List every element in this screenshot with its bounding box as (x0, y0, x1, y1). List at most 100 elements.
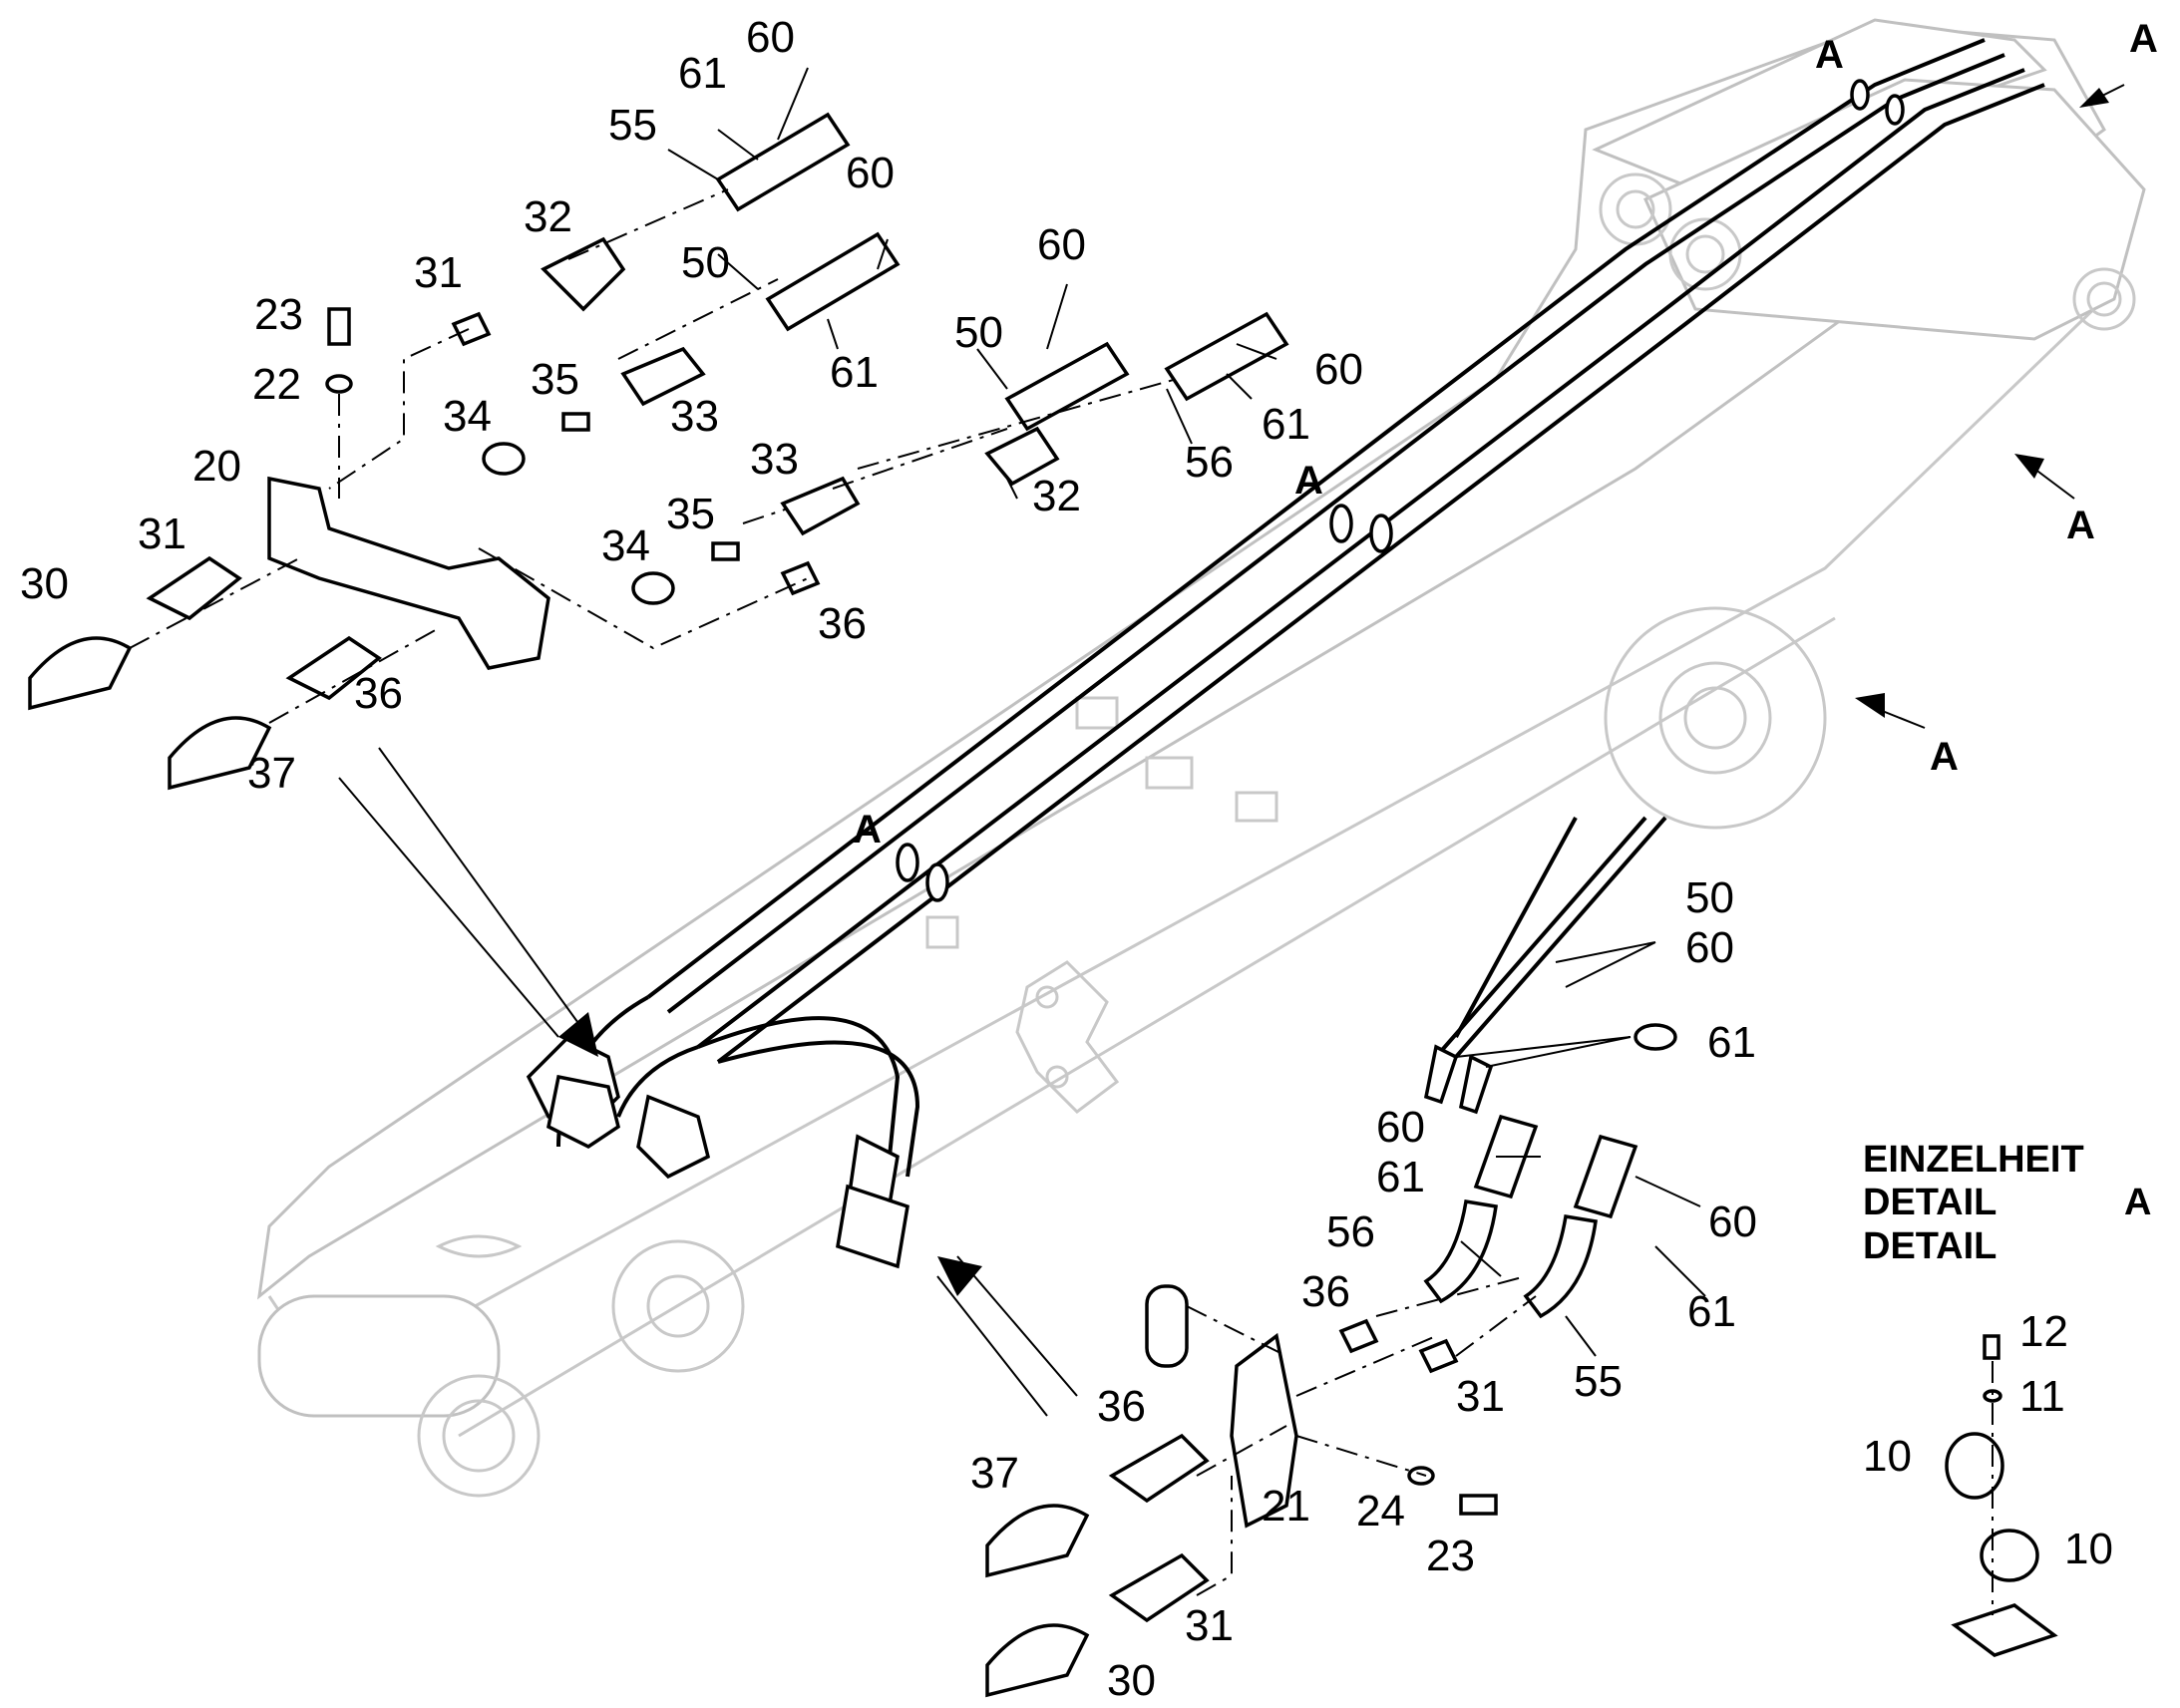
label-60: 60 (846, 149, 895, 197)
clamp-10-a (1945, 1432, 2004, 1500)
label-11: 11 (2019, 1372, 2065, 1421)
label-55: 55 (608, 101, 657, 150)
cap-30-b (985, 1623, 1090, 1698)
detail-marker-a: A (2129, 17, 2158, 61)
detail-marker-a: A (1815, 33, 1844, 77)
label-31: 31 (1456, 1372, 1505, 1421)
nut-34-b (631, 571, 675, 605)
screw-12 (1983, 1334, 2000, 1360)
detail-marker-a: A (2066, 504, 2095, 547)
label-36: 36 (1301, 1267, 1350, 1316)
fitting-32-b (984, 426, 1060, 487)
exploded-parts-lower (985, 1023, 1677, 1698)
tee-32 (541, 236, 626, 312)
ring-36-d (1338, 1318, 1379, 1354)
label-50: 50 (681, 238, 730, 287)
sleeve-35-b (711, 541, 740, 561)
label-36: 36 (818, 599, 867, 648)
label-60: 60 (746, 13, 795, 62)
label-60: 60 (1685, 923, 1734, 972)
label-33: 33 (750, 435, 799, 484)
label-23: 23 (1426, 1532, 1475, 1580)
cap-37-b (985, 1504, 1090, 1578)
detail-marker-a: A (1930, 735, 1959, 779)
label-10: 10 (2064, 1525, 2113, 1573)
label-60: 60 (1708, 1197, 1757, 1246)
screw-23-b (1459, 1494, 1498, 1516)
coupling-31 (146, 555, 242, 621)
label-61: 61 (830, 348, 879, 397)
label-56: 56 (1326, 1207, 1375, 1256)
nut-34 (482, 442, 526, 476)
washer-22 (325, 374, 353, 394)
sleeve-35 (561, 412, 590, 432)
label-61: 61 (678, 49, 727, 98)
label-35: 35 (531, 355, 579, 404)
coupling-36 (285, 635, 382, 701)
detail-title-line2: DETAIL (1863, 1182, 1997, 1223)
label-31: 31 (1185, 1601, 1234, 1650)
label-50: 50 (1685, 873, 1734, 922)
hose-60-c (1004, 341, 1130, 432)
label-60: 60 (1376, 1103, 1425, 1152)
coupling-31-d (1108, 1552, 1210, 1623)
label-33: 33 (670, 392, 719, 441)
label-32: 32 (524, 192, 572, 241)
label-37: 37 (247, 749, 296, 798)
cap-37 (168, 716, 272, 791)
part-labels: 60 61 55 32 60 31 50 23 61 60 22 50 35 3… (20, 13, 2113, 1705)
label-50: 50 (954, 308, 1003, 357)
exploded-parts-upper (28, 112, 1289, 791)
label-31: 31 (414, 248, 463, 297)
hydraulic-lines (526, 38, 2045, 1269)
hose-60-a (715, 112, 851, 212)
label-61: 61 (1376, 1153, 1425, 1201)
detail-title-line3: DETAIL (1863, 1225, 1997, 1267)
bracket-20 (267, 476, 550, 670)
detail-title-marker: A (2124, 1182, 2151, 1223)
label-21: 21 (1262, 1482, 1310, 1531)
screw-23 (327, 307, 351, 346)
hose-60-g (1573, 1134, 1638, 1219)
boom-structure (256, 18, 2146, 1498)
label-32: 32 (1032, 472, 1081, 520)
ring-31 (451, 311, 492, 347)
label-34: 34 (443, 392, 492, 441)
detail-title-line1: EINZELHEIT (1863, 1139, 2084, 1181)
label-30: 30 (1107, 1656, 1156, 1705)
bracket-block (1145, 1284, 1189, 1368)
clamp-61-d (1634, 1023, 1677, 1051)
label-61: 61 (1707, 1018, 1756, 1067)
clamp-10-b (1980, 1529, 2039, 1582)
cap-30 (28, 636, 133, 711)
label-22: 22 (252, 360, 301, 409)
label-12: 12 (2019, 1307, 2068, 1356)
label-35: 35 (666, 490, 715, 538)
hose-55 (1523, 1213, 1598, 1319)
label-31: 31 (138, 510, 186, 558)
detail-marker-a: A (1294, 459, 1323, 503)
fitting-33 (620, 346, 706, 407)
coupling-36-c (1108, 1433, 1210, 1504)
label-60: 60 (1314, 345, 1363, 394)
label-55: 55 (1574, 1357, 1623, 1406)
label-36: 36 (354, 669, 403, 718)
label-leaders (667, 67, 1706, 1357)
detail-markers: A A A A A A (853, 17, 2158, 852)
fitting-33-b (780, 476, 861, 536)
washer-24 (1407, 1466, 1435, 1486)
label-23: 23 (254, 290, 303, 339)
ring-36-b (780, 560, 821, 596)
detail-title-block: EINZELHEIT DETAIL A DETAIL (1863, 1139, 2151, 1267)
label-30: 30 (20, 559, 69, 608)
assembly-lines (129, 188, 1537, 1596)
pointer-arrows (338, 84, 2125, 1417)
label-37: 37 (970, 1449, 1019, 1498)
label-24: 24 (1356, 1487, 1405, 1536)
hose-60-d (1164, 311, 1289, 402)
label-60: 60 (1037, 220, 1086, 269)
label-20: 20 (192, 442, 241, 491)
label-61: 61 (1687, 1287, 1736, 1336)
detail-marker-a: A (853, 808, 882, 852)
